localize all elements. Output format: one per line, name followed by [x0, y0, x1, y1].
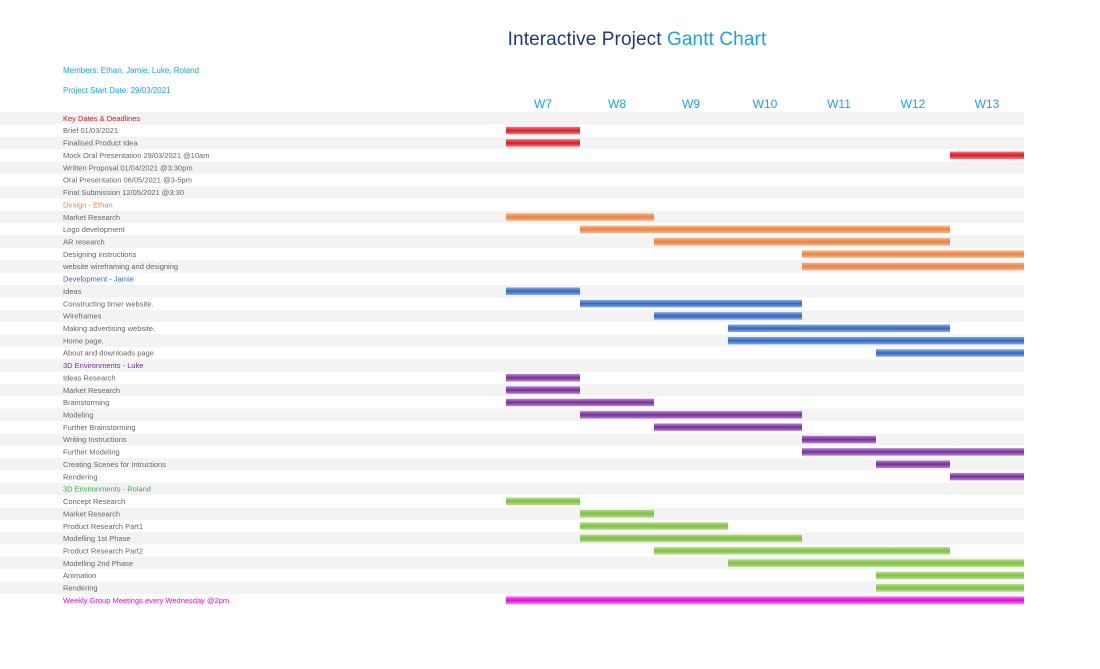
row-stripe [0, 359, 1024, 372]
task-label: website wireframing and designing [62, 262, 178, 271]
row-stripe [0, 309, 1024, 323]
task-bar [876, 571, 1024, 580]
task-label: Market Research [63, 386, 120, 395]
task-label: Writing Instructions [63, 435, 127, 444]
section-header-label: Key Dates & Deadlines [63, 114, 140, 123]
task-bar [654, 312, 802, 320]
task-label: Creating Scenes for Intructions [63, 460, 166, 469]
task-label: Brief 01/03/2021 [63, 126, 118, 135]
task-label: Final Submission 12/05/2021 @3:30 [63, 188, 184, 197]
task-bar [654, 423, 802, 431]
row-stripe [0, 482, 1024, 496]
task-label: Market Research [63, 509, 120, 518]
task-label: Constructing timer website. [63, 299, 153, 308]
task-label: Concept Research [63, 497, 125, 506]
row-stripe [0, 408, 1024, 421]
chart-title-part1: Interactive Project [507, 29, 662, 50]
row-stripe [0, 581, 1024, 595]
task-bar [506, 213, 654, 221]
task-bar [802, 435, 876, 444]
task-label: Finalised Product Idea [63, 139, 138, 148]
row-stripe [0, 507, 1024, 520]
task-bar [728, 324, 950, 333]
section-header-label: 3D Environments - Luke [63, 361, 143, 370]
task-bar [802, 448, 1024, 456]
row-stripe [0, 458, 1024, 471]
week-label: W11 [827, 97, 851, 111]
task-label: Wireframes [63, 312, 102, 321]
task-label: Making advertising website. [63, 324, 155, 333]
task-label: Rendering [63, 472, 98, 481]
task-label: Designing instructions [63, 250, 137, 259]
task-label: Home page. [63, 336, 104, 345]
task-label: Mock Oral Presentation 29/03/2021 @10am [63, 151, 209, 160]
task-bar [876, 349, 1024, 357]
section-header-label: 3D Environments - Roland [63, 485, 151, 494]
task-bar [728, 559, 1024, 567]
row-stripe [0, 161, 1024, 174]
task-label: Modelling 2nd Phase [63, 559, 133, 568]
task-bar [580, 522, 728, 530]
task-label: Product Research Part2 [63, 546, 143, 555]
task-label: Product Research Part1 [63, 522, 143, 531]
task-label: Further Brainstorming [63, 423, 136, 432]
task-bar [950, 151, 1024, 160]
task-bar [580, 534, 802, 543]
task-bar [876, 584, 1024, 592]
task-label: Further Modeling [63, 448, 120, 457]
chart-title: Interactive Project Gantt Chart [0, 29, 1100, 51]
row-stripe [0, 260, 1024, 273]
task-label: Modelling 1st Phase [63, 534, 131, 543]
task-bar [506, 126, 580, 135]
members-text: Members: Ethan, Jamie, Luke, Roland [63, 66, 200, 75]
row-stripe [0, 433, 1024, 446]
week-label: W12 [901, 97, 926, 111]
task-label: Oral Presentation 06/05/2021 @3-5pm [63, 176, 192, 185]
week-label: W9 [682, 97, 700, 111]
chart-title-part2: Gantt Chart [667, 29, 767, 50]
task-label: Modeling [63, 411, 93, 420]
task-label: Market Research [63, 213, 120, 222]
row-stripe [0, 186, 1024, 199]
task-label: Rendering [63, 584, 98, 593]
task-bar [802, 262, 1024, 271]
task-bar [506, 139, 580, 147]
task-label: Brainstorming [63, 398, 109, 407]
task-bar [506, 596, 1024, 604]
start-date-text: Project Start Date: 29/03/2021 [63, 86, 171, 95]
task-label: About and downloads page [63, 349, 154, 358]
week-label: W10 [753, 97, 778, 111]
task-bar [506, 373, 580, 382]
row-stripe [0, 112, 1024, 125]
row-stripe [0, 532, 1024, 545]
task-bar [654, 547, 950, 555]
task-label: Ideas Research [63, 373, 116, 382]
week-label: W13 [975, 97, 1000, 111]
task-bar [580, 509, 654, 518]
section-header-label: Weekly Group Meetings every Wednesday @2… [63, 596, 229, 605]
task-label: Logo development [63, 225, 126, 234]
task-label: AR research [63, 237, 105, 246]
task-bar [580, 411, 802, 419]
task-bar [580, 225, 950, 234]
week-label: W8 [608, 97, 626, 111]
task-label: Animation [63, 571, 96, 580]
task-bar [506, 398, 654, 407]
task-label: Written Proposal 01/04/2021 @3:30pm [63, 163, 193, 172]
section-header-label: Development - Jamie [63, 275, 134, 284]
task-bar [950, 472, 1024, 481]
task-bar [876, 460, 950, 469]
task-label: Ideas [63, 287, 82, 296]
task-bar [654, 238, 950, 246]
section-header-label: Design - Ethan [63, 200, 113, 209]
task-bar [506, 287, 580, 295]
task-bar [802, 250, 1024, 258]
week-label: W7 [534, 97, 552, 111]
task-bar [506, 497, 580, 506]
task-bar [728, 336, 1024, 345]
task-bar [506, 386, 580, 394]
task-bar [580, 299, 802, 308]
